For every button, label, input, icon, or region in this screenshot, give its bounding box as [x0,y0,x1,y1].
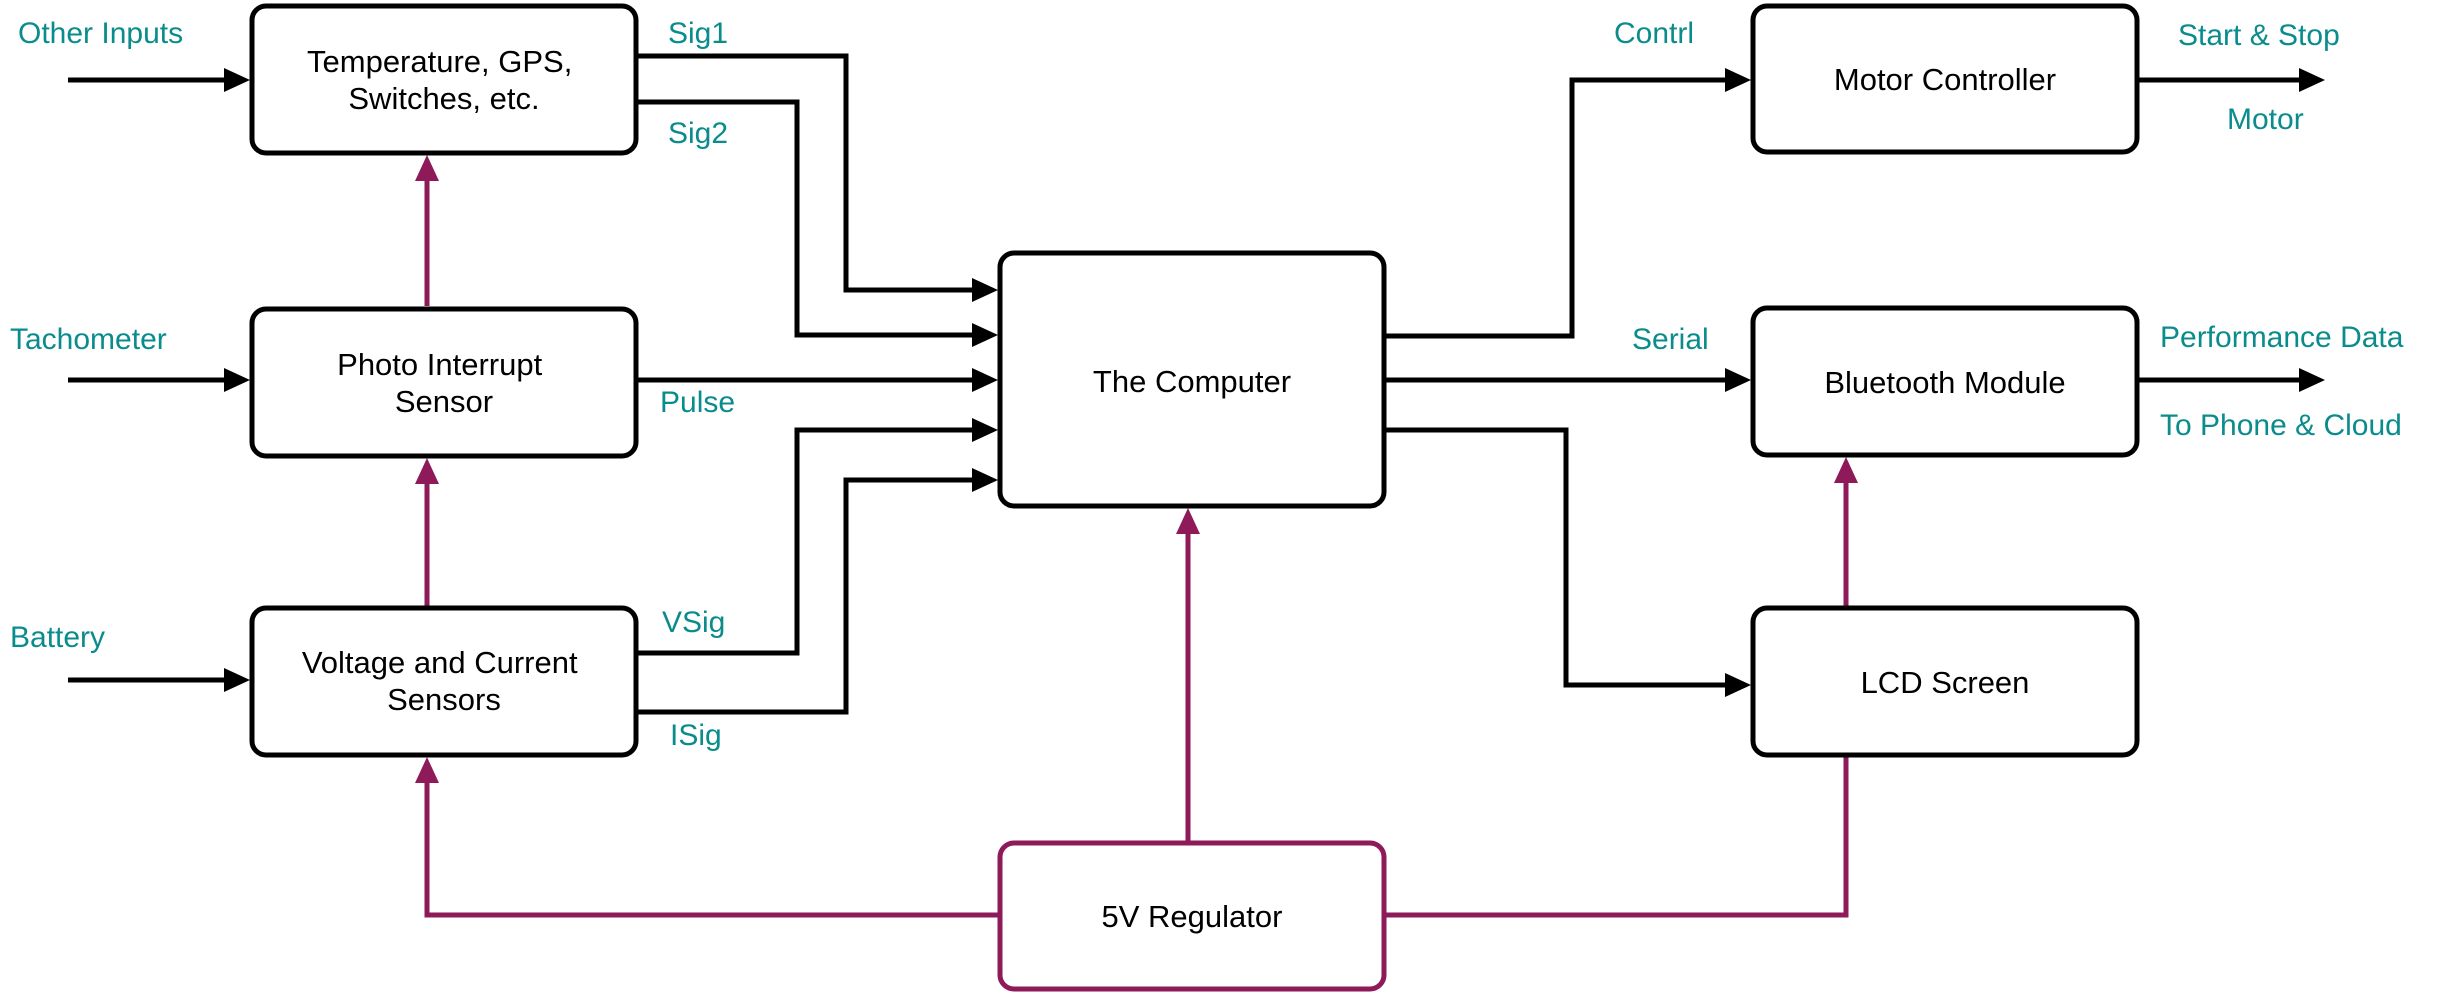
box-label: The Computer [1093,364,1291,399]
sig1-wire [636,53,976,293]
label-sig1: Sig1 [668,17,728,50]
power-sensors-wire [424,779,1000,918]
box-label-line-1: Motor Controller [1834,62,2056,97]
power-sensors-wire-arrowhead [415,757,439,783]
box-label: LCD Screen [1861,665,2030,700]
power-photo-wire-arrowhead [415,458,439,484]
box-label: Photo Interrupt Sensor [337,347,551,419]
performance-data-wire-arrowhead [2299,368,2325,392]
label-tachometer: Tachometer [10,323,167,356]
temperature-gps-switches-box: Temperature, GPS, Switches, etc. [249,3,639,156]
box-label-line-2: Sensors [387,682,501,717]
label-performance-data: Performance Data [2160,321,2404,354]
label-isig: ISig [670,719,722,752]
lcd-wire-arrowhead [1725,673,1751,697]
label-to-phone-cloud: To Phone & Cloud [2160,409,2402,442]
box-label-line-1: Bluetooth Module [1824,365,2065,400]
sig1-wire-arrowhead [972,278,998,302]
box-label-line-1: Voltage and Current [302,645,578,680]
lcd-wire [1384,427,1729,688]
label-battery: Battery [10,621,105,654]
pulse-wire-arrowhead [972,368,998,392]
box-label-line-2: Sensor [395,384,493,419]
box-label: Temperature, GPS, Switches, etc. [307,44,581,116]
power-bluetooth-wire-arrowhead [1834,457,1858,483]
vsig-wire [636,427,976,656]
box-label: 5V Regulator [1102,899,1283,934]
label-other-inputs: Other Inputs [18,17,183,50]
isig-wire-arrowhead [972,468,998,492]
power-lcd-wire [1384,757,1849,918]
box-label: Bluetooth Module [1824,365,2065,400]
connections [68,53,2325,918]
contrl-wire-arrowhead [1725,68,1751,92]
isig-wire [636,477,976,715]
box-label: Voltage and Current Sensors [302,645,586,717]
box-label-line-2: Switches, etc. [348,81,539,116]
bluetooth-module-box: Bluetooth Module [1750,305,2140,458]
box-border [249,3,639,156]
label-pulse: Pulse [660,386,735,419]
power-temp-wire-arrowhead [415,155,439,181]
label-serial: Serial [1632,323,1709,356]
sig2-wire [636,99,976,338]
photo-interrupt-sensor-box: Photo Interrupt Sensor [249,306,639,459]
box-border [1750,305,2140,458]
vsig-wire-arrowhead [972,418,998,442]
box-label-line-1: Temperature, GPS, [307,44,572,79]
label-sig2: Sig2 [668,117,728,150]
box-label-line-1: The Computer [1093,364,1291,399]
other-inputs-wire-arrowhead [224,68,250,92]
regulator-box: 5V Regulator [997,840,1387,992]
sig2-wire-arrowhead [972,323,998,347]
tachometer-wire-arrowhead [224,368,250,392]
contrl-wire [1384,77,1729,339]
box-label-line-1: 5V Regulator [1102,899,1283,934]
box-border [249,605,639,758]
label-vsig: VSig [662,606,725,639]
serial-wire-arrowhead [1725,368,1751,392]
box-label: Motor Controller [1834,62,2056,97]
box-border [249,306,639,459]
computer-box: The Computer [997,250,1387,509]
voltage-current-sensors-box: Voltage and Current Sensors [249,605,639,758]
box-border [1750,605,2140,758]
box-border [997,840,1387,992]
start-stop-wire-arrowhead [2299,68,2325,92]
lcd-screen-box: LCD Screen [1750,605,2140,758]
motor-controller-box: Motor Controller [1750,3,2140,155]
battery-wire-arrowhead [224,668,250,692]
box-label-line-1: LCD Screen [1861,665,2030,700]
box-border [997,250,1387,509]
box-label-line-1: Photo Interrupt [337,347,542,382]
label-start-stop: Start & Stop [2178,19,2340,52]
box-border [1750,3,2140,155]
label-contrl: Contrl [1614,17,1694,50]
label-motor: Motor [2227,103,2304,136]
power-computer-wire-arrowhead [1176,508,1200,534]
